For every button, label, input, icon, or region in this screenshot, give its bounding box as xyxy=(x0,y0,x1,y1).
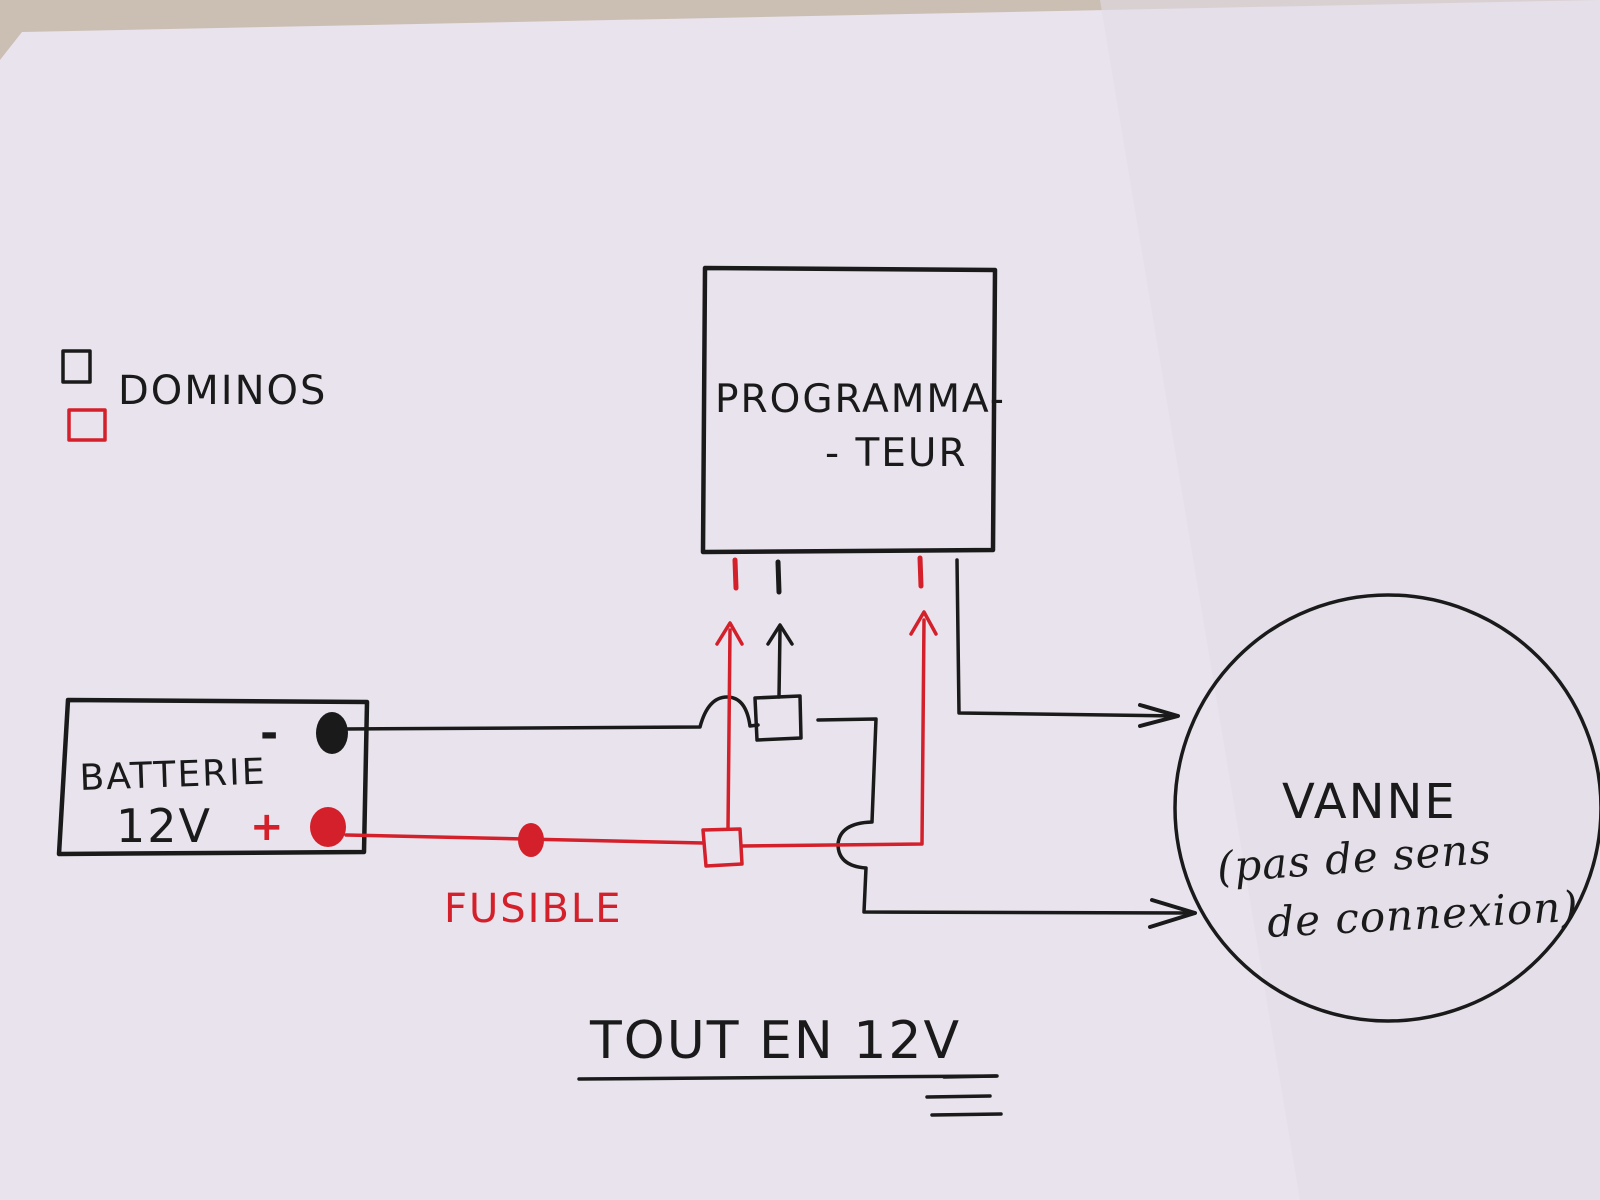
positive-wire-to-programmer-1 xyxy=(726,628,732,831)
programmer-terminal-red-1 xyxy=(732,557,739,591)
programmer-terminal-black-1 xyxy=(775,559,782,595)
programmer-label-line2: - TEUR xyxy=(825,431,968,476)
black-domino-icon xyxy=(753,694,803,742)
battery-label-line1: BATTERIE xyxy=(79,751,267,799)
battery-plus-sign: + xyxy=(250,804,286,850)
valve-arrowhead-lower-icon xyxy=(1148,898,1197,929)
legend-black-domino-icon xyxy=(61,349,92,384)
legend-red-domino-icon xyxy=(67,408,107,442)
fuse-label: FUSIBLE xyxy=(444,886,622,932)
positive-wiring: FUSIBLE xyxy=(344,610,938,932)
battery-negative-terminal xyxy=(316,712,348,754)
programmer-label-line1: PROGRAMMA- xyxy=(715,377,1006,422)
programmer-terminal-red-2 xyxy=(917,555,924,589)
programmer-box: PROGRAMMA- - TEUR xyxy=(700,265,1006,595)
negative-arrowhead-icon xyxy=(766,623,794,646)
valve-arrowhead-upper-icon xyxy=(1138,703,1180,728)
valve-outline xyxy=(1173,593,1600,1023)
battery-outline xyxy=(56,697,370,857)
programmer-output-wire xyxy=(955,558,1180,718)
programmer-outline xyxy=(700,265,998,555)
footer-note-text: TOUT EN 12V xyxy=(589,1011,961,1071)
negative-wire-main xyxy=(342,695,760,731)
footer-underline-2 xyxy=(942,1074,998,1079)
positive-arrowhead-1-icon xyxy=(715,621,744,646)
battery-label-line2: 12V xyxy=(116,799,212,853)
legend: DOMINOS xyxy=(61,349,327,442)
battery-positive-terminal xyxy=(310,807,346,847)
footer-underline-3 xyxy=(925,1094,992,1099)
battery-minus-sign: - xyxy=(260,708,280,759)
positive-wire-to-programmer-2 xyxy=(740,618,926,848)
footer-underline-4 xyxy=(930,1112,1003,1117)
valve-label-line1: VANNE xyxy=(1282,774,1457,830)
battery: BATTERIE 12V - + xyxy=(56,697,370,857)
negative-wire-to-programmer xyxy=(777,628,782,699)
fuse-icon xyxy=(518,823,544,857)
footer-underline-1 xyxy=(577,1074,999,1081)
positive-arrowhead-2-icon xyxy=(909,610,938,636)
footer-note: TOUT EN 12V xyxy=(577,1011,1003,1117)
legend-label: DOMINOS xyxy=(118,368,327,414)
